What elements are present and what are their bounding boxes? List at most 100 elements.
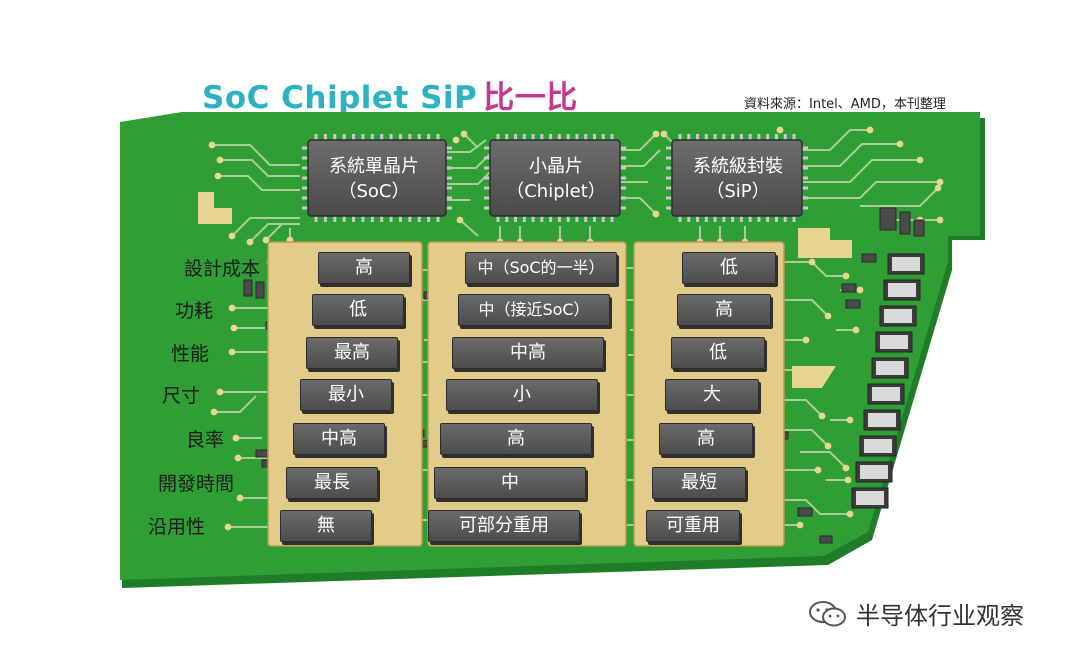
chip-pin [333,216,337,222]
via-dot [452,136,460,144]
via-dot [842,464,850,472]
chip-title-sip-line2: （SiP） [706,181,770,202]
chip-pin [314,134,318,140]
chip-pin [302,166,308,170]
chip-pin [678,134,682,140]
via-dot [230,324,238,332]
cell-chiplet-1: 中（接近SoC） [458,294,610,326]
chip-pin [731,134,735,140]
chip-pin [380,216,384,222]
chip-pin [666,156,672,160]
chip-pin [446,176,452,180]
chip-pin [398,216,402,222]
via-dot [456,216,464,224]
chip-pin [666,166,672,170]
chip-pin [783,216,787,222]
trace-line [222,159,300,177]
cell-chiplet-4: 高 [440,423,592,455]
via-dot [844,476,852,484]
chip-pin [557,134,561,140]
chip-pin [302,156,308,160]
smd-component [861,253,877,263]
chip-pin [575,134,579,140]
cell-soc-5: 最長 [286,467,378,499]
chip-body [307,139,447,217]
chip-title-soc-line1: 系統單晶片 [329,156,419,177]
chip-pin [361,216,365,222]
chip-pin [417,216,421,222]
chip-pin [514,216,518,222]
smd-component [819,535,833,544]
chip-pin [620,146,626,150]
cell-soc-0: 高 [318,252,410,284]
smd-component [879,207,897,231]
pcb-components [243,207,925,544]
resistor-body [884,309,912,323]
chip-pin [783,134,787,140]
cell-sip-0: 低 [682,252,776,284]
chip-pin [380,134,384,140]
chip-pin [620,176,626,180]
resistor-body [872,387,900,401]
chip-pin [802,206,808,210]
trace-line [446,139,487,153]
chip-pin [687,134,691,140]
row-label: 尺寸 [161,385,200,407]
via-dot [228,232,236,240]
gold-pad-right [798,228,852,258]
chip-pin [748,216,752,222]
chip-pin [666,206,672,210]
chip-pin [484,206,490,210]
chip-body [489,139,621,217]
trace-line [802,129,870,151]
chip-title-soc: 系統單晶片 （SoC） [312,154,436,204]
chip-pin [774,216,778,222]
chip-pin [446,156,452,160]
row-label: 良率 [185,429,224,451]
chip-pin [427,134,431,140]
via-dot [224,523,232,531]
chip-pin [342,134,346,140]
row-label: 開發時間 [157,473,234,495]
wechat-icon [809,600,846,626]
chip-pin [302,196,308,200]
chip-pin [323,134,327,140]
via-dot [216,156,224,164]
trace-line [784,299,829,317]
via-dot [866,126,874,134]
chip-pin [531,216,535,222]
trace-line [802,181,940,199]
via-dot [818,412,826,420]
smd-component [841,283,857,293]
via-dot [232,434,240,442]
trace-line [214,144,300,166]
chip-pin [802,186,808,190]
chip-pin [302,176,308,180]
row-label: 設計成本 [183,258,260,280]
chip-pin [566,134,570,140]
chip-title-chiplet-line1: 小晶片 [529,156,583,177]
trace-line [784,261,846,277]
cell-sip-3: 大 [665,379,759,411]
cell-soc-3: 最小 [300,379,392,411]
via-dot [846,510,854,518]
resistor-body [864,439,892,453]
chip-pin [361,134,365,140]
trace-line [214,395,257,413]
chip-pin [352,134,356,140]
chip-pin [620,196,626,200]
chip-pin [584,134,588,140]
chip-pin [398,134,402,140]
chip-pin [802,156,808,160]
cell-chiplet-3: 小 [446,379,598,411]
trace-line [802,159,920,183]
chip-pin [484,156,490,160]
via-dot [808,258,816,266]
trace-line [231,217,300,237]
via-dot [214,172,222,180]
chip-pin [446,186,452,190]
via-dot [262,236,270,244]
chip-pin [802,176,808,180]
via-dot [228,348,236,356]
